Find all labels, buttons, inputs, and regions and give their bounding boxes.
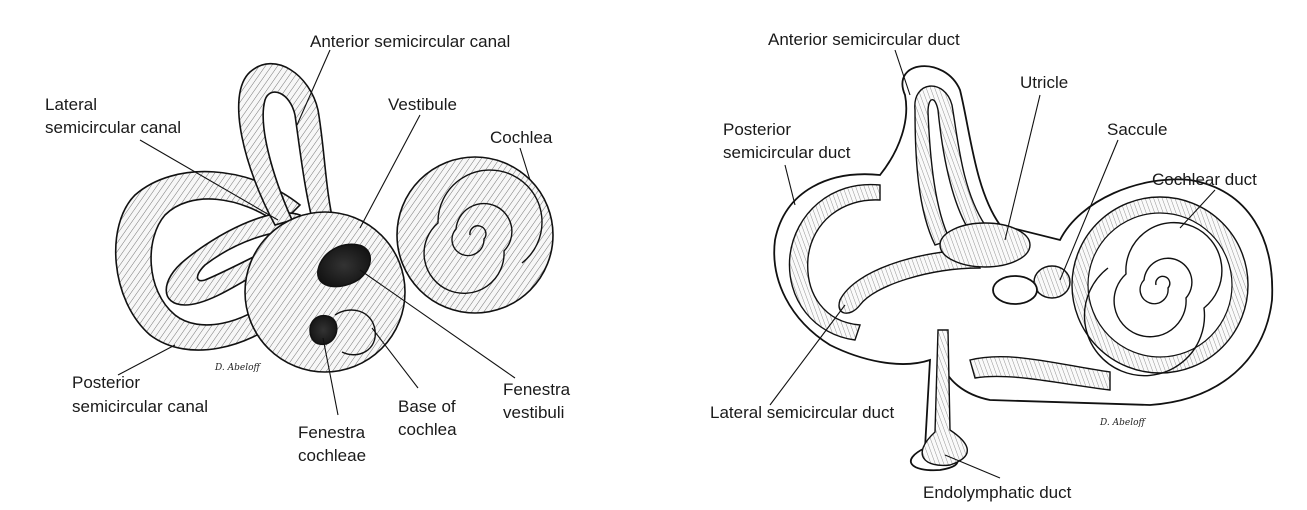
base-of-cochlea-bulge bbox=[334, 309, 376, 356]
cochlear-duct-spiral bbox=[1083, 221, 1223, 377]
label-anterior-canal: Anterior semicircular canal bbox=[310, 32, 510, 51]
leader-fenestra-cochleae bbox=[322, 337, 339, 416]
signature-right: D. Abeloff bbox=[1099, 418, 1147, 428]
label-fenestra-cochleae-2: cochleae bbox=[298, 446, 366, 465]
signature-left: D. Abeloff bbox=[214, 363, 262, 373]
label-fenestra-vestibuli-1: Fenestra bbox=[503, 380, 571, 399]
label-lateral-canal-1: Lateral bbox=[45, 95, 97, 114]
label-lateral-duct: Lateral semicircular duct bbox=[710, 403, 895, 422]
leader-lateral-canal bbox=[139, 139, 279, 221]
label-base-cochlea-1: Base of bbox=[398, 397, 456, 416]
endolymphatic-duct-shape bbox=[921, 329, 968, 467]
label-base-cochlea-2: cochlea bbox=[398, 420, 457, 439]
label-vestibule: Vestibule bbox=[388, 95, 457, 114]
posterior-duct bbox=[788, 183, 881, 341]
cochlear-duct-inner-fill bbox=[1087, 212, 1233, 358]
label-posterior-canal-2: semicircular canal bbox=[72, 397, 208, 416]
label-posterior-duct-2: semicircular duct bbox=[723, 143, 851, 162]
label-saccule: Saccule bbox=[1107, 120, 1167, 139]
leader-anterior-canal bbox=[296, 49, 331, 126]
anterior-duct bbox=[914, 85, 987, 246]
left-leader-lines bbox=[117, 49, 531, 416]
leader-saccule bbox=[1059, 139, 1119, 281]
label-fenestra-cochleae-1: Fenestra bbox=[298, 423, 366, 442]
leader-cochlear-duct bbox=[1179, 189, 1216, 229]
lateral-duct bbox=[838, 249, 981, 314]
label-posterior-canal-1: Posterior bbox=[72, 373, 140, 392]
membranous-labyrinth-illustration bbox=[773, 65, 1274, 472]
bony-labyrinth-illustration bbox=[114, 62, 554, 373]
right-leader-lines bbox=[769, 49, 1216, 479]
leader-fenestra-vestibuli bbox=[359, 269, 516, 379]
cochlear-duct-base bbox=[969, 355, 1111, 391]
fenestra-vestibuli-shape bbox=[317, 243, 371, 288]
label-anterior-duct: Anterior semicircular duct bbox=[768, 30, 960, 49]
label-cochlea: Cochlea bbox=[490, 128, 553, 147]
right-labels: Anterior semicircular duct Utricle Poste… bbox=[710, 30, 1257, 502]
label-cochlear-duct: Cochlear duct bbox=[1152, 170, 1257, 189]
cochlea-spiral bbox=[423, 169, 543, 294]
utricle-shape bbox=[939, 222, 1031, 268]
leader-lateral-duct bbox=[769, 304, 846, 406]
leader-endolymphatic-duct bbox=[944, 454, 1001, 479]
fenestra-cochleae-shape bbox=[309, 314, 338, 346]
label-lateral-canal-2: semicircular canal bbox=[45, 118, 181, 137]
leader-vestibule bbox=[359, 114, 421, 229]
leader-posterior-canal bbox=[117, 344, 176, 376]
vestibular-chamber bbox=[992, 275, 1038, 305]
label-posterior-duct-1: Posterior bbox=[723, 120, 791, 139]
leader-cochlea bbox=[519, 147, 531, 181]
leader-anterior-duct bbox=[894, 49, 911, 96]
leader-utricle bbox=[1004, 94, 1041, 241]
saccule-shape bbox=[1033, 265, 1071, 299]
label-fenestra-vestibuli-2: vestibuli bbox=[503, 403, 564, 422]
cochlea-shape bbox=[396, 156, 554, 314]
leader-base-cochlea bbox=[371, 327, 419, 389]
label-utricle: Utricle bbox=[1020, 73, 1068, 92]
left-labels: Anterior semicircular canal Lateral semi… bbox=[45, 32, 571, 465]
leader-posterior-duct bbox=[784, 164, 796, 206]
label-endolymphatic-duct: Endolymphatic duct bbox=[923, 483, 1072, 502]
